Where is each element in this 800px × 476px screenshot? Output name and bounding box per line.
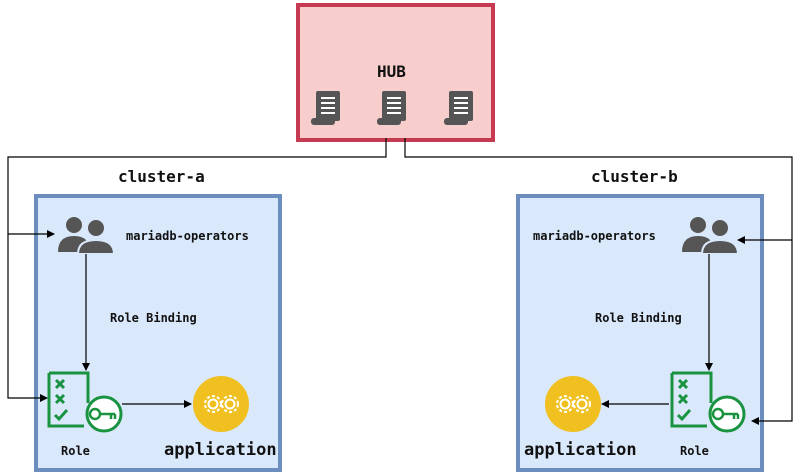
cluster-a-app-label: application (164, 440, 277, 460)
cluster-a-title: cluster-a (118, 167, 205, 186)
application-gears-icon (544, 375, 602, 433)
hub-to-cluster-b-group-edge (404, 138, 793, 244)
users-group-icon (54, 214, 116, 254)
cluster-a-group-label: mariadb-operators (126, 229, 249, 243)
hub-to-cluster-b-role-edge (751, 240, 793, 425)
cluster-a-role-label: Role (61, 444, 90, 458)
policy-scroll-icon (309, 88, 347, 128)
role-checklist-key-icon (46, 370, 126, 438)
role-checklist-key-icon (669, 370, 749, 438)
hub-to-cluster-a-role-edge (7, 234, 48, 402)
cluster-b-group-label: mariadb-operators (533, 229, 656, 243)
cluster-b-binding-label: Role Binding (595, 311, 682, 325)
policy-scroll-icon (442, 88, 480, 128)
hub-to-cluster-a-group-edge (7, 138, 387, 238)
cluster-b-title: cluster-b (591, 167, 678, 186)
cluster-b-role-label: Role (680, 444, 709, 458)
cluster-b-app-label: application (524, 440, 637, 460)
users-group-icon (678, 214, 740, 254)
policy-scroll-icon (375, 88, 413, 128)
application-gears-icon (192, 375, 250, 433)
hub-label: HUB (377, 62, 406, 81)
cluster-a-binding-label: Role Binding (110, 311, 197, 325)
